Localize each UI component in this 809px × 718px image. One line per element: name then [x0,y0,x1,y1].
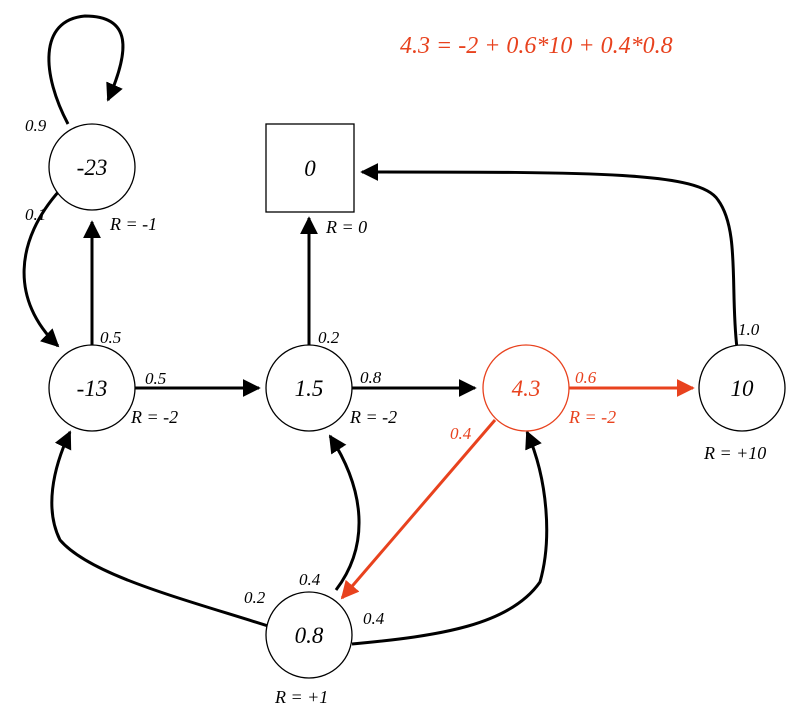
edge-self-loop-23 [47,14,125,125]
node-value: 4.3 [512,376,541,401]
prob-label: 0.5 [145,369,166,388]
prob-label: 0.4 [450,424,472,443]
equation: 4.3 = -2 + 0.6*10 + 0.4*0.8 [400,33,673,59]
prob-label: 0.9 [25,116,47,135]
prob-label: 0.8 [360,368,382,387]
reward-label-15: R = -2 [349,407,397,427]
state-node-10: 10 [698,344,786,432]
prob-label: 0.2 [244,588,266,607]
prob-label: 0.5 [100,328,121,347]
node-value: -23 [77,155,108,180]
terminal-state-node: 0 [265,123,355,213]
node-value: 0 [304,156,316,181]
node-value: 0.8 [295,623,324,648]
edge-43-to-08 [340,419,497,600]
state-node-43: 4.3 [482,344,570,432]
state-node-15: 1.5 [265,344,353,432]
reward-label-23: R = -1 [109,214,157,234]
node-value: 10 [731,376,755,401]
reward-label-13: R = -2 [130,407,178,427]
node-value: -13 [77,376,108,401]
edge-23-to-13 [22,188,62,348]
state-node-13: -13 [48,344,136,432]
state-node-23: -23 [48,123,136,211]
prob-label: 0.1 [25,205,46,224]
node-value: 1.5 [295,376,324,401]
prob-label: 1.0 [738,320,760,339]
state-node-08: 0.8 [265,591,353,679]
reward-label-08: R = +1 [274,687,328,707]
reward-label-terminal: R = 0 [325,217,367,237]
edge-08-to-15 [328,434,361,591]
reward-label-10: R = +10 [703,443,766,463]
reward-label-43: R = -2 [568,407,616,427]
prob-label: 0.4 [299,570,321,589]
prob-label: 0.2 [318,328,340,347]
edge-08-to-43 [351,430,549,646]
prob-label: 0.6 [575,368,597,387]
edge-10-to-terminal [360,163,739,349]
prob-label: 0.4 [363,609,385,628]
edge-08-to-13 [50,430,269,628]
